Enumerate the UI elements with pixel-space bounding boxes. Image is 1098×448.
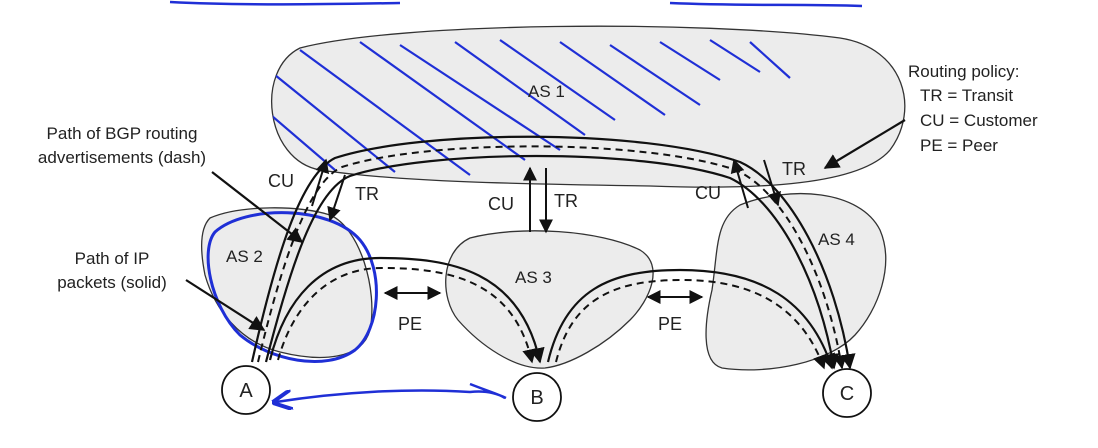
pen-arrow-a-b [276,382,507,402]
as3-label: AS 3 [515,268,552,287]
bgp-annotation-line2: advertisements (dash) [38,148,206,167]
cu-arrow-right [730,158,749,209]
cu-label-right: CU [695,183,721,203]
tr-label-right: TR [782,159,806,179]
as1-label: AS 1 [528,82,565,101]
as2-label: AS 2 [226,247,263,266]
legend-item-peer: PE = Peer [920,136,998,155]
ip-path-solid-inner [264,154,840,370]
node-b: B [512,372,562,422]
ip-annotation-line1: Path of IP [75,249,150,268]
legend-item-customer: CU = Customer [920,111,1038,130]
path-a-to-b [268,256,545,364]
cu-label-mid: CU [488,194,514,214]
tr-label-mid: TR [554,191,578,211]
node-b-label: B [530,387,543,409]
legend-item-transit: TR = Transit [920,86,1013,105]
ip-annotation-pointer [185,279,266,331]
path-b-to-c [546,268,836,370]
bgp-path-dashed [257,145,847,370]
as2-cloud: AS 2 [201,207,378,363]
as4-cloud: AS 4 [705,192,887,371]
routing-policy-legend: Routing policy: TR = Transit CU = Custom… [908,62,1038,155]
path-a-to-c-via-as1 [250,135,856,370]
ip-annotation-line2: packets (solid) [57,273,167,292]
tr-arrow-right [763,159,781,207]
node-a: A [221,365,271,415]
legend-title: Routing policy: [908,62,1020,81]
tr-arrow-left [327,174,346,222]
as3-cloud: AS 3 [445,230,654,369]
bgp-annotation-line1: Path of BGP routing [47,124,198,143]
pe-label-left: PE [398,314,422,334]
pen-stroke-top-right [669,1,863,8]
as2-pen-circle [206,211,378,363]
as4-label: AS 4 [818,230,855,249]
node-c: C [822,368,872,418]
as1-pen-hatching [271,39,791,176]
node-a-label: A [239,380,253,402]
as1-cloud: AS 1 [271,25,906,188]
pe-label-right: PE [658,314,682,334]
cu-arrow-left [311,158,330,207]
pen-stroke-top-left [169,0,401,6]
bgp-annotation-pointer [211,171,304,243]
ip-path-solid-outer [250,135,856,370]
cu-label-left: CU [268,171,294,191]
node-c-label: C [840,383,854,405]
tr-label-left: TR [355,184,379,204]
legend-pointer [823,119,906,169]
